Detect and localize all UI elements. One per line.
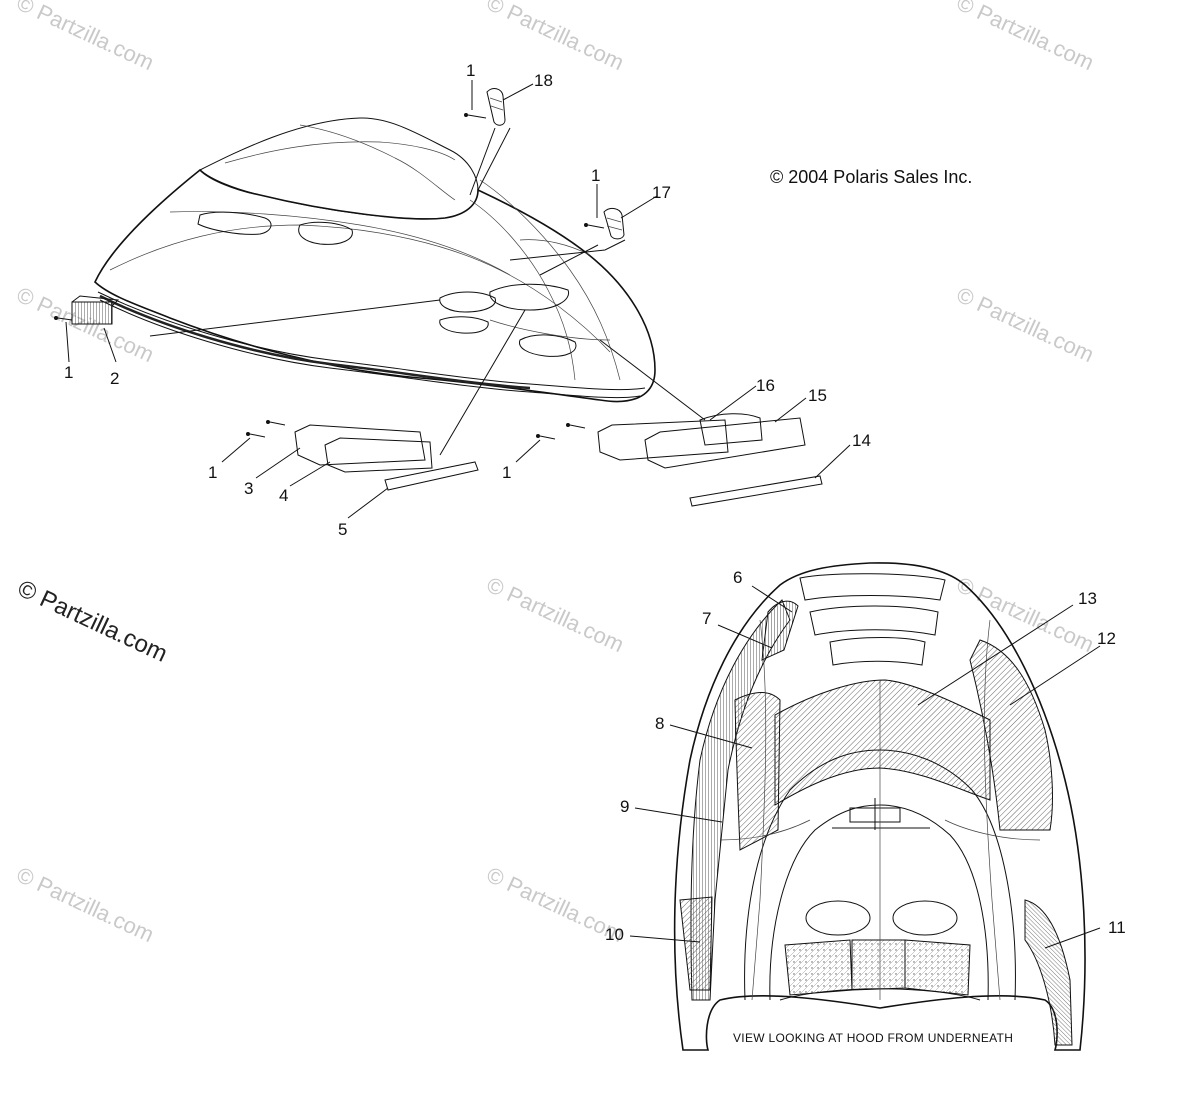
callout-16: 16 bbox=[756, 376, 775, 395]
watermark-text: © Partzilla.com bbox=[13, 282, 158, 367]
callout-7: 7 bbox=[702, 609, 711, 628]
part-15-16-vents bbox=[597, 413, 806, 469]
callout-9: 9 bbox=[620, 797, 629, 816]
callout-12: 12 bbox=[1097, 629, 1116, 648]
view-caption: VIEW LOOKING AT HOOD FROM UNDERNEATH bbox=[733, 1031, 1013, 1045]
part-17-clip bbox=[603, 207, 625, 240]
callout-8: 8 bbox=[655, 714, 664, 733]
part-14-badge bbox=[689, 475, 823, 507]
watermark-text: © Partzilla.com bbox=[953, 572, 1098, 657]
callout-14: 14 bbox=[852, 431, 871, 450]
fastener-group bbox=[54, 113, 605, 440]
leader-lines-top bbox=[65, 80, 851, 519]
callout-3: 3 bbox=[244, 479, 253, 498]
hood-underside-view bbox=[673, 562, 1086, 1051]
leader-lines-bottom bbox=[629, 585, 1101, 949]
callout-1: 1 bbox=[466, 61, 475, 80]
callout-1: 1 bbox=[64, 363, 73, 382]
watermark-text: © Partzilla.com bbox=[953, 282, 1098, 367]
callout-1: 1 bbox=[502, 463, 511, 482]
projection-lines bbox=[149, 127, 706, 456]
part-2-vent bbox=[71, 295, 120, 325]
watermark-text: © Partzilla.com bbox=[483, 0, 628, 75]
callout-11: 11 bbox=[1108, 918, 1126, 937]
hood-top-view bbox=[94, 117, 656, 403]
callout-5: 5 bbox=[338, 520, 347, 539]
callout-1: 1 bbox=[208, 463, 217, 482]
part-18-clip bbox=[486, 88, 506, 126]
watermark-text: © Partzilla.com bbox=[13, 862, 158, 947]
callout-2: 2 bbox=[110, 369, 119, 388]
callout-1: 1 bbox=[591, 166, 600, 185]
callout-15: 15 bbox=[808, 386, 827, 405]
callout-numbers: 1 18 1 17 1 2 1 3 4 5 1 16 15 14 6 7 8 9… bbox=[64, 61, 1126, 944]
callout-17: 17 bbox=[652, 183, 671, 202]
watermark-main: © Partzilla.com bbox=[13, 575, 171, 668]
watermark-text: © Partzilla.com bbox=[483, 572, 628, 657]
watermark-faint-group: © Partzilla.com © Partzilla.com © Partzi… bbox=[13, 0, 1098, 947]
callout-10: 10 bbox=[605, 925, 624, 944]
watermark-text: © Partzilla.com bbox=[953, 0, 1098, 75]
watermark-text: © Partzilla.com bbox=[13, 0, 158, 75]
part-5-badge bbox=[384, 461, 479, 491]
part-3-4-vents bbox=[294, 424, 433, 473]
callout-6: 6 bbox=[733, 568, 742, 587]
copyright-text: © 2004 Polaris Sales Inc. bbox=[770, 167, 972, 187]
callout-18: 18 bbox=[534, 71, 553, 90]
callout-4: 4 bbox=[279, 486, 288, 505]
callout-13: 13 bbox=[1078, 589, 1097, 608]
